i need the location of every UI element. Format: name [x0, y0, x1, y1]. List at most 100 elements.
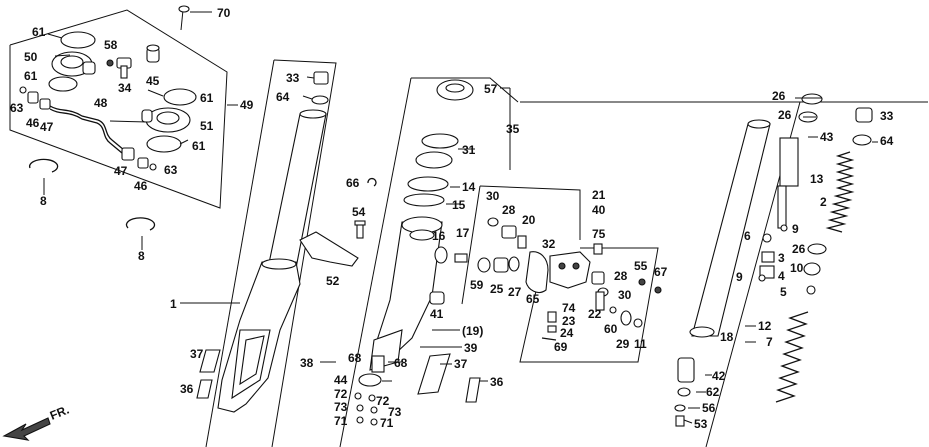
label-18: 18	[720, 330, 734, 344]
piston-25	[493, 257, 509, 273]
label-fr: FR.	[48, 403, 71, 423]
spring-7	[775, 311, 809, 403]
label-68-right: 68	[394, 356, 408, 370]
label-38: 38	[300, 356, 314, 370]
plug-11	[633, 318, 643, 328]
callout-labels: 70 61 50 58 34 45 61 63 46 47 48 61 49 5…	[10, 6, 894, 431]
label-63-lower: 63	[164, 163, 178, 177]
leader-lines	[47, 33, 878, 424]
housing-51	[141, 107, 191, 133]
label-26-low: 26	[792, 242, 806, 256]
bolt-54	[354, 220, 366, 239]
bolt-75	[593, 243, 603, 255]
label-58: 58	[104, 38, 118, 52]
fitting-47-left	[39, 98, 51, 110]
spring-27	[508, 256, 520, 272]
label-53: 53	[694, 417, 708, 431]
screw-55	[638, 278, 646, 286]
frame-12-outline	[520, 101, 928, 447]
clip-69	[541, 337, 557, 341]
label-75: 75	[592, 227, 606, 241]
label-7: 7	[766, 335, 773, 349]
label-63-left: 63	[10, 101, 24, 115]
seal-14	[407, 176, 449, 192]
label-17: 17	[456, 226, 470, 240]
label-12: 12	[758, 319, 772, 333]
label-55: 55	[634, 259, 648, 273]
piston-28	[501, 225, 517, 239]
valve-body-32	[549, 251, 591, 289]
label-44: 44	[334, 373, 348, 387]
label-9-upper: 9	[792, 222, 799, 236]
label-34: 34	[118, 81, 132, 95]
label-71-left: 71	[334, 414, 348, 428]
screw-67	[654, 286, 662, 294]
label-15: 15	[452, 198, 466, 212]
label-67: 67	[654, 265, 668, 279]
clip-9-upper	[780, 224, 788, 232]
label-50: 50	[24, 50, 38, 64]
label-33-right: 33	[880, 109, 894, 123]
label-69: 69	[554, 340, 568, 354]
pad-37-center	[417, 353, 451, 395]
label-4: 4	[778, 269, 785, 283]
nut-28-right	[591, 271, 605, 285]
spring-2	[825, 151, 855, 233]
label-28-right: 28	[614, 269, 628, 283]
label-61-left: 61	[24, 69, 38, 83]
sleeve-68	[371, 355, 385, 373]
label-33-left: 33	[286, 71, 300, 85]
label-47-left: 47	[40, 120, 54, 134]
label-60: 60	[604, 322, 618, 336]
bracket-52	[299, 231, 359, 267]
oring-30	[487, 217, 499, 227]
front-arrow-icon	[2, 417, 51, 441]
ring-10	[803, 262, 821, 276]
label-37-center: 37	[454, 357, 468, 371]
label-20: 20	[522, 213, 536, 227]
seal-31-b	[415, 151, 453, 169]
ring-6	[762, 233, 772, 243]
seal-15	[403, 193, 445, 207]
label-64-right: 64	[880, 134, 894, 148]
label-2: 2	[820, 195, 827, 209]
pad-36-left	[196, 379, 213, 399]
label-73-left: 73	[334, 400, 348, 414]
label-64-left: 64	[276, 90, 290, 104]
fitting-47-lower	[121, 147, 135, 161]
fitting-34	[116, 57, 132, 79]
spring-23	[547, 311, 557, 323]
label-61-lower: 61	[192, 139, 206, 153]
label-43: 43	[820, 130, 834, 144]
label-52: 52	[326, 274, 340, 288]
label-73-right: 73	[388, 405, 402, 419]
label-48: 48	[94, 96, 108, 110]
label-35: 35	[506, 122, 520, 136]
brake-pipe-48	[49, 105, 125, 151]
label-39: 39	[464, 341, 478, 355]
label-47-lower: 47	[114, 164, 128, 178]
washer-56	[674, 404, 686, 412]
label-40: 40	[592, 203, 606, 217]
label-45: 45	[146, 74, 160, 88]
ball-24	[547, 325, 557, 333]
label-6: 6	[744, 229, 751, 243]
label-46-left: 46	[26, 116, 40, 130]
label-29: 29	[616, 337, 630, 351]
label-70: 70	[217, 6, 231, 20]
washer-26-low	[807, 243, 827, 255]
label-9-lower: 9	[736, 270, 743, 284]
cap-33-right	[855, 107, 873, 123]
cap-26-top	[801, 93, 823, 105]
label-49: 49	[240, 98, 254, 112]
fork-tube-18	[689, 119, 771, 338]
seal-16	[434, 246, 448, 264]
lock-piece-42	[677, 357, 695, 383]
label-13: 13	[810, 172, 824, 186]
label-5: 5	[780, 285, 787, 299]
label-51: 51	[200, 119, 214, 133]
oring-64-left	[311, 95, 329, 105]
seal-29	[620, 310, 632, 326]
label-19: (19)	[462, 324, 483, 338]
